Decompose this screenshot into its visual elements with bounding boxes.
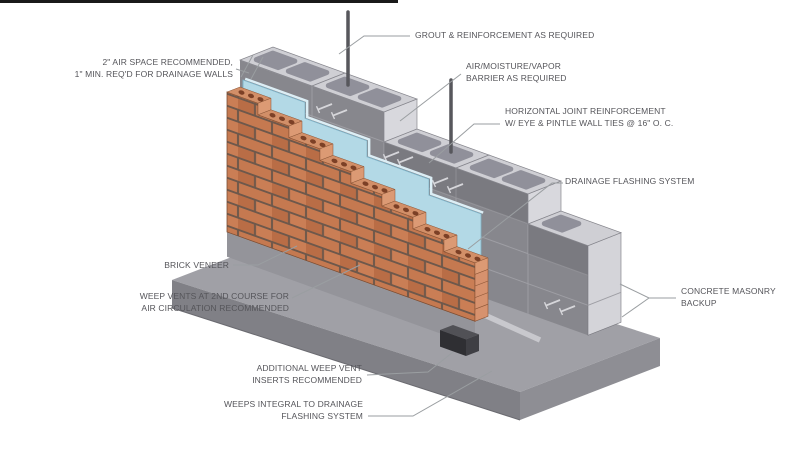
label-vapor-barrier: AIR/MOISTURE/VAPOR BARRIER AS REQUIRED — [466, 61, 567, 83]
label-drainage-flashing: DRAINAGE FLASHING SYSTEM — [565, 176, 695, 186]
wall-ties — [315, 103, 576, 316]
label-weep-vents: WEEP VENTS AT 2ND COURSE FOR AIR CIRCULA… — [139, 291, 289, 313]
label-weeps-integral: WEEPS INTEGRAL TO DRAINAGE FLASHING SYST… — [224, 399, 363, 421]
label-brick-veneer: BRICK VENEER — [164, 260, 229, 270]
label-additional-weep-vent: ADDITIONAL WEEP VENT INSERTS RECOMMENDED — [252, 363, 362, 385]
label-cmu-backup: CONCRETE MASONRY BACKUP — [681, 286, 776, 308]
weep-vent-insert — [440, 325, 479, 356]
rebar-rods — [346, 10, 453, 154]
label-air-space: 2" AIR SPACE RECOMMENDED, 1" MIN. REQ'D … — [74, 57, 233, 79]
label-grout-reinforcement: GROUT & REINFORCEMENT AS REQUIRED — [415, 30, 595, 40]
top-border-strip — [0, 0, 398, 3]
leader-lines — [233, 35, 676, 417]
brick-veneer-wall — [226, 86, 489, 346]
label-joint-reinforcement: HORIZONTAL JOINT REINFORCEMENT W/ EYE & … — [505, 106, 674, 128]
